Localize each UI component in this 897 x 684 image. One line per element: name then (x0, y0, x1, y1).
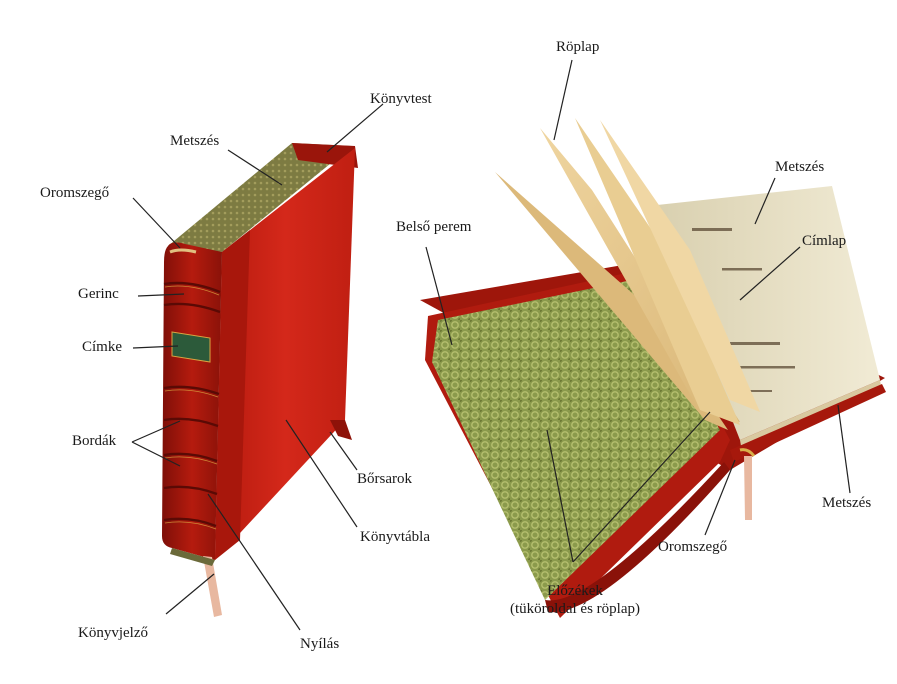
label-konyvtabla: Könyvtábla (360, 528, 430, 546)
label-nyilas: Nyílás (300, 635, 339, 653)
label-metszes-left: Metszés (170, 132, 219, 150)
label-metszes-right-top: Metszés (775, 158, 824, 176)
label-elozekek-line2: (tüköroldal és röplap) (475, 600, 675, 618)
label-bordak: Bordák (72, 432, 116, 450)
open-book (420, 118, 886, 618)
closed-book (162, 143, 358, 617)
label-metszes-right-bottom: Metszés (822, 494, 871, 512)
label-oromszego-left: Oromszegő (40, 184, 109, 202)
label-konyvjelzo: Könyvjelző (78, 624, 148, 642)
label-elozekek-line1: Előzékek (475, 582, 675, 600)
label-oromszego-right: Oromszegő (658, 538, 727, 556)
label-cimlap: Címlap (802, 232, 846, 250)
label-cimke: Címke (82, 338, 122, 356)
label-borsarok: Bőrsarok (357, 470, 412, 488)
label-elozekek: Előzékek (tüköroldal és röplap) (475, 582, 675, 618)
label-belso-perem: Belső perem (396, 218, 471, 236)
bookmark-ribbon-right (744, 456, 752, 520)
label-konyvtest: Könyvtest (370, 90, 432, 108)
label-roplap: Röplap (556, 38, 599, 56)
label-gerinc: Gerinc (78, 285, 119, 303)
bookmark-ribbon (203, 556, 222, 617)
